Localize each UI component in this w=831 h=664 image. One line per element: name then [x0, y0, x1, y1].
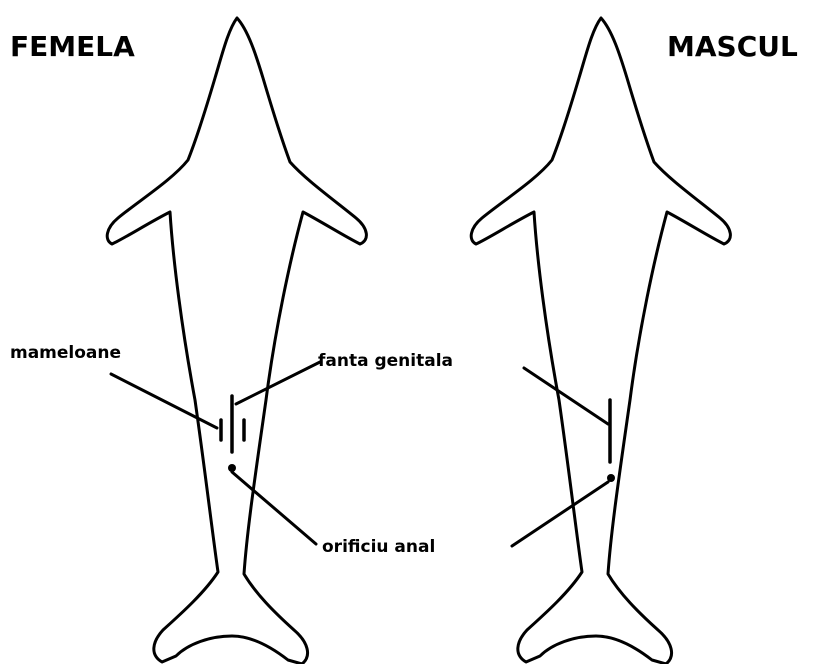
anal-opening-leader-female	[232, 472, 316, 544]
male-dolphin-outline	[471, 18, 730, 664]
male-dolphin	[471, 18, 730, 664]
female-dolphin-outline	[107, 18, 366, 664]
mammary-label: mameloane	[10, 343, 121, 363]
male-title: MASCUL	[667, 30, 798, 63]
male-markings	[607, 400, 615, 482]
female-dolphin	[107, 18, 366, 664]
leader-lines	[111, 362, 608, 546]
anal-opening-label: orificiu anal	[322, 537, 435, 557]
anal-opening-leader-male	[512, 482, 608, 546]
female-markings	[221, 396, 244, 472]
mammary-leader-line	[111, 374, 217, 428]
female-title: FEMELA	[10, 30, 135, 63]
genital-slit-leader-male	[524, 368, 608, 424]
genital-slit-leader-female	[236, 362, 320, 404]
genital-slit-label: fanta genitala	[318, 351, 453, 371]
